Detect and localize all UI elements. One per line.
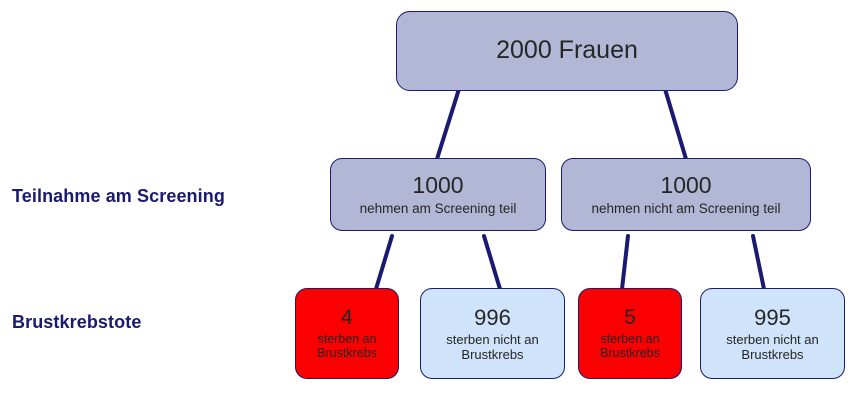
node-screening-participants: 1000 nehmen am Screening teil [330,158,546,231]
node-screened-deaths-caption-line1: sterben an [317,331,377,346]
node-unscreened-survivors-caption-line2: Brustkrebs [741,346,804,362]
connector-root-to-no-screening [663,87,688,161]
node-screened-deaths-caption-line2: Brustkrebs [317,346,377,361]
node-screening-participants-caption: nehmen am Screening teil [359,200,517,216]
row-label-breast-cancer-deaths: Brustkrebstote [12,312,142,332]
node-screened-survivors-caption-line1: sterben nicht an [446,331,539,347]
node-unscreened-deaths: 5 sterben an Brustkrebs [578,288,682,379]
node-unscreened-deaths-count: 5 [624,305,636,329]
node-screened-deaths-count: 4 [341,305,353,329]
row-label-screening-participation: Teilnahme am Screening [12,186,225,206]
connector-root-to-screening [435,87,461,161]
node-unscreened-survivors: 995 sterben nicht an Brustkrebs [700,288,845,379]
node-unscreened-survivors-count: 995 [754,304,791,330]
node-screened-survivors-count: 996 [474,304,511,330]
connector-no-screening-to-dead [620,234,630,291]
node-screening-participants-count: 1000 [412,172,464,199]
node-screened-survivors-caption-line2: Brustkrebs [461,346,524,362]
node-root-label: 2000 Frauen [496,36,638,65]
node-screening-nonparticipants-caption: nehmen nicht am Screening teil [591,200,781,216]
node-unscreened-survivors-caption-line1: sterben nicht an [726,331,819,347]
node-unscreened-deaths-caption-line2: Brustkrebs [600,346,660,361]
connector-screening-to-alive [482,234,502,291]
node-screening-nonparticipants: 1000 nehmen nicht am Screening teil [561,158,811,231]
node-root-women: 2000 Frauen [396,11,738,91]
node-screened-survivors: 996 sterben nicht an Brustkrebs [420,288,565,379]
node-unscreened-deaths-caption-line1: sterben an [600,331,660,346]
node-screened-deaths: 4 sterben an Brustkrebs [295,288,399,379]
connector-no-screening-to-alive [751,234,766,291]
node-screening-nonparticipants-count: 1000 [660,172,712,199]
connector-screening-to-dead [374,234,394,291]
